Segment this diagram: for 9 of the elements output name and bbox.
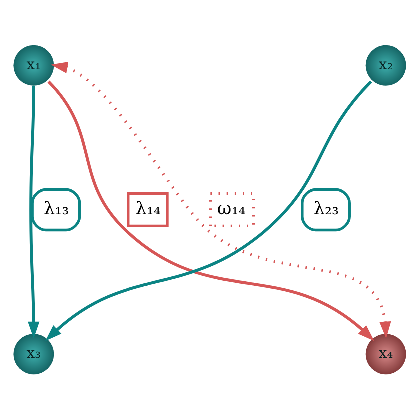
node-circle: x₃ [14,334,54,375]
edge-label: λ₁₃ [44,200,70,220]
edge-label: ω₁₄ [217,200,246,220]
node-circle: x₁ [14,45,54,86]
node-circle: x₄ [366,334,406,375]
arrow [28,86,40,339]
node-circle: x₂ [366,45,406,86]
edge-label: λ₁₄ [136,200,161,220]
edge-label: λ₂₃ [314,200,340,220]
